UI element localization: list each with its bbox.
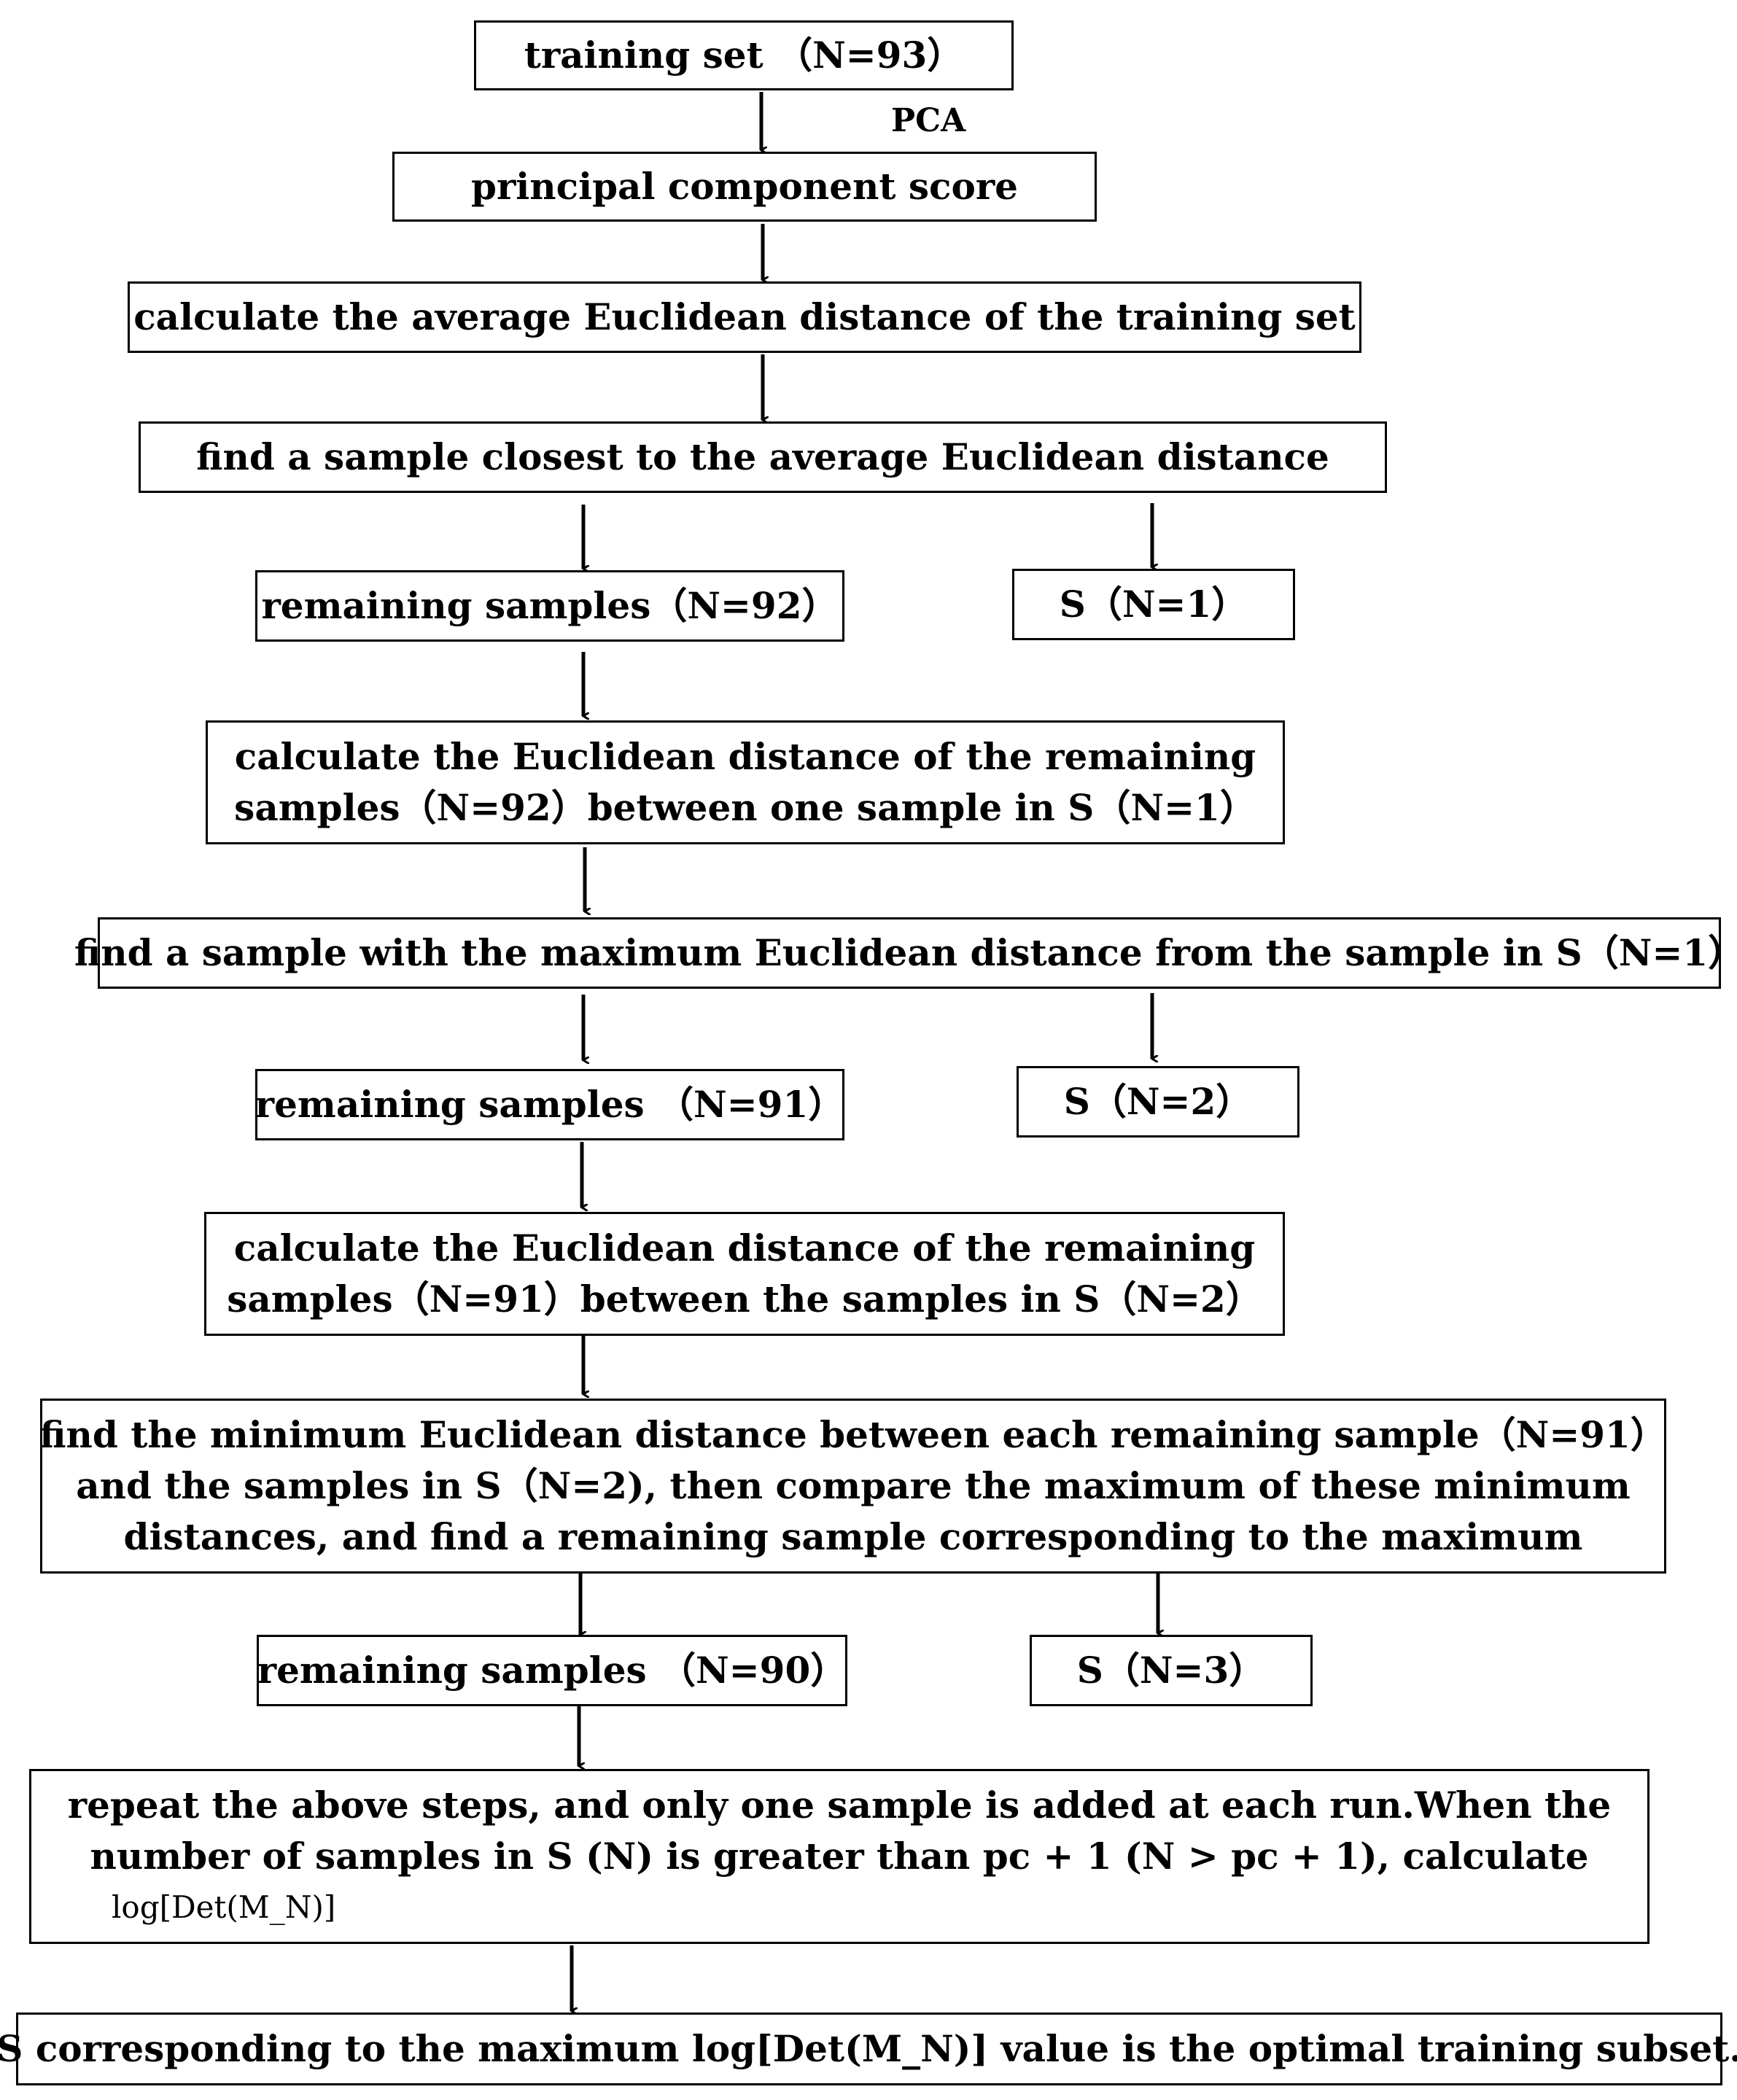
calc-91-line-1: calculate the Euclidean distance of the … xyxy=(233,1226,1256,1269)
remaining-91-text: remaining samples （N=91） xyxy=(254,1083,845,1126)
training-set-text: training set （N=93） xyxy=(524,34,964,77)
remaining-92-text: remaining samples（N=92） xyxy=(261,584,839,627)
s2-text: S（N=2） xyxy=(1063,1080,1253,1123)
avg-distance-node: calculate the average Euclidean distance… xyxy=(128,281,1361,353)
calc-distance-92-node: calculate the Euclidean distance of the … xyxy=(206,720,1285,844)
final-text: S corresponding to the maximum log[Det(M… xyxy=(0,2027,1737,2070)
remaining-91-node: remaining samples （N=91） xyxy=(255,1069,844,1140)
find-closest-node: find a sample closest to the average Euc… xyxy=(139,421,1387,493)
repeat-node: repeat the above steps, and only one sam… xyxy=(29,1769,1649,1944)
s3-text: S（N=3） xyxy=(1076,1649,1266,1692)
calc-91-line-2: samples（N=91）between the samples in S（N=… xyxy=(227,1278,1262,1321)
pc-score-node: principal component score xyxy=(392,152,1097,222)
calc-92-line-2: samples（N=92）between one sample in S（N=1… xyxy=(234,786,1256,829)
final-node: S corresponding to the maximum log[Det(M… xyxy=(0,2012,1737,2085)
find-max-text: find a sample with the maximum Euclidean… xyxy=(74,931,1737,974)
find-min-line-3: distances, and find a remaining sample c… xyxy=(123,1515,1583,1558)
calc-distance-91-node: calculate the Euclidean distance of the … xyxy=(204,1212,1285,1336)
find-min-line-2: and the samples in S（N=2), then compare … xyxy=(76,1464,1631,1507)
find-min-node: find the minimum Euclidean distance betw… xyxy=(39,1399,1667,1574)
remaining-92-node: remaining samples（N=92） xyxy=(255,570,844,642)
s3-node: S（N=3） xyxy=(1030,1635,1313,1706)
calc-92-line-1: calculate the Euclidean distance of the … xyxy=(234,735,1256,778)
pca-label: PCA xyxy=(891,102,966,139)
find-min-line-1: find the minimum Euclidean distance betw… xyxy=(39,1413,1667,1456)
repeat-line-1: repeat the above steps, and only one sam… xyxy=(67,1784,1612,1827)
s2-node: S（N=2） xyxy=(1017,1066,1299,1138)
find-closest-text: find a sample closest to the average Euc… xyxy=(196,435,1329,478)
training-set-node: training set （N=93） xyxy=(474,20,1014,90)
s1-text: S（N=1） xyxy=(1059,583,1248,626)
repeat-line-3: log[Det(M_N)] xyxy=(112,1889,336,1925)
repeat-line-2: number of samples in S (N) is greater th… xyxy=(90,1835,1589,1878)
pc-score-text: principal component score xyxy=(471,165,1018,208)
avg-distance-text: calculate the average Euclidean distance… xyxy=(133,295,1356,338)
s1-node: S（N=1） xyxy=(1012,569,1295,640)
find-max-node: find a sample with the maximum Euclidean… xyxy=(74,917,1737,989)
remaining-90-node: remaining samples （N=90） xyxy=(257,1635,847,1706)
remaining-90-text: remaining samples （N=90） xyxy=(257,1649,847,1692)
